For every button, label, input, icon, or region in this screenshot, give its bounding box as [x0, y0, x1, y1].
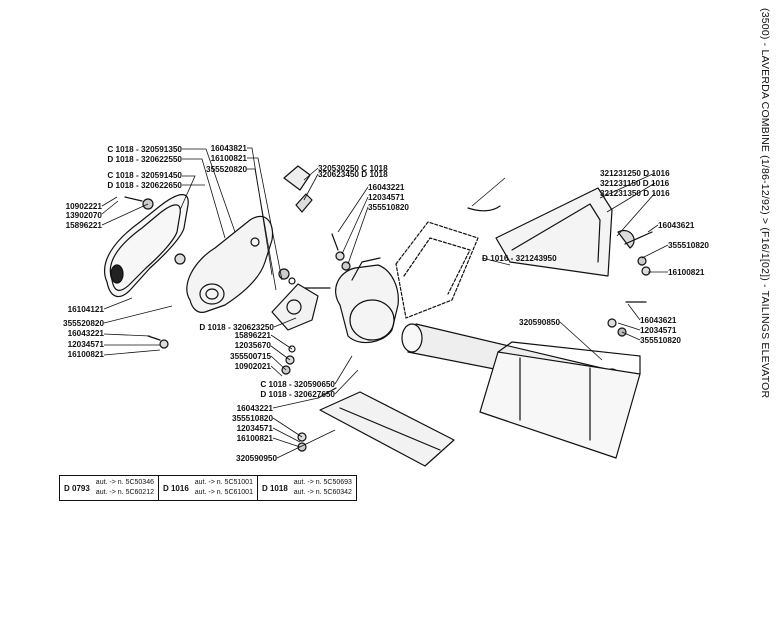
callout: C 1018 - 320590650 [260, 380, 335, 389]
callout: 10902021 [235, 362, 272, 371]
callout: 355510820 [668, 241, 709, 250]
callout: 10902221 [66, 202, 103, 211]
callout: 13902070 [66, 211, 103, 220]
callout: 355510820 [232, 414, 273, 423]
callout: 12034571 [640, 326, 677, 335]
version-code: D 0793 [64, 483, 90, 493]
mounting-flange [271, 283, 331, 331]
callout: 355500715 [230, 352, 271, 361]
callout: 16100821 [68, 350, 105, 359]
version-serial: aut. -> n. 5C50346 [95, 479, 154, 486]
callout: 16104121 [68, 305, 105, 314]
callout: D 1018 - 320627650 [260, 390, 335, 399]
callout: 16043621 [658, 221, 695, 230]
sieve-frame [395, 221, 479, 319]
callout: 16100821 [668, 268, 705, 277]
version-serial: aut. -> n. 5C60342 [293, 489, 352, 496]
callout: 12034571 [368, 193, 405, 202]
version-code: D 1016 [162, 483, 189, 493]
callout: 16043221 [237, 404, 274, 413]
callout: 12034571 [68, 340, 105, 349]
callout: 355520820 [63, 319, 104, 328]
washer-icon [174, 253, 186, 265]
callout: 355510820 [368, 203, 409, 212]
version-serial: aut. -> n. 5C61001 [194, 489, 253, 496]
callout: 320590950 [236, 454, 277, 463]
callout: 12034571 [237, 424, 274, 433]
callout: D 1018 - 320623250 [199, 323, 274, 332]
callout: 16043821 [211, 144, 248, 153]
elevator-trough [479, 341, 641, 459]
callout: 321231250 D 1016 [600, 169, 670, 178]
callout: 16100821 [211, 154, 248, 163]
version-cell: D 0793 aut. -> n. 5C50346 aut. -> n. 5C60… [60, 476, 158, 500]
callout: 16043221 [68, 329, 105, 338]
leader-lines [101, 147, 669, 459]
callout: 320530250 C 1018 [318, 164, 388, 173]
callout: 15896221 [66, 221, 103, 230]
version-serial: aut. -> n. 5C60212 [95, 489, 154, 496]
callout: 16043221 [368, 183, 405, 192]
version-serial: aut. -> n. 5C50693 [293, 479, 352, 486]
bottom-chute [319, 391, 455, 467]
page-title: (3500) - LAVERDA COMBINE (1/86-12/92) > … [759, 8, 771, 399]
callout: C 1018 - 320591350 [107, 145, 182, 154]
callout-labels: C 1018 - 320591350 D 1018 - 320622550 C … [63, 144, 709, 463]
callout: D 1018 - 320622550 [107, 155, 182, 164]
shroud-plate [186, 215, 274, 313]
version-serial: aut. -> n. 5C51001 [194, 479, 253, 486]
callout: 355520820 [206, 165, 247, 174]
callout: D 1018 - 320622650 [107, 181, 182, 190]
serial-version-table: D 0793 aut. -> n. 5C50346 aut. -> n. 5C60… [59, 475, 357, 501]
callout: 355510820 [640, 336, 681, 345]
fan-housing [335, 257, 399, 344]
callout: 16043621 [640, 316, 677, 325]
left-oval-cover [104, 194, 189, 298]
callout: C 1018 - 320591450 [107, 171, 182, 180]
version-cell: D 1018 aut. -> n. 5C50693 aut. -> n. 5C60… [256, 476, 356, 500]
callout: 16100821 [237, 434, 274, 443]
callout: 12035670 [235, 341, 272, 350]
triangular-cover [467, 187, 635, 277]
callout: D 1016 - 321243950 [482, 254, 557, 263]
callout: 321231350 D 1016 [600, 189, 670, 198]
callout: 320590850 [519, 318, 560, 327]
top-bracket [283, 165, 313, 213]
callout: 15896221 [235, 331, 272, 340]
callout: 321231150 D 1016 [600, 179, 670, 188]
version-code: D 1018 [261, 483, 288, 493]
callout: 320623450 D 1018 [318, 170, 388, 179]
version-cell: D 1016 aut. -> n. 5C51001 aut. -> n. 5C61… [157, 476, 257, 500]
